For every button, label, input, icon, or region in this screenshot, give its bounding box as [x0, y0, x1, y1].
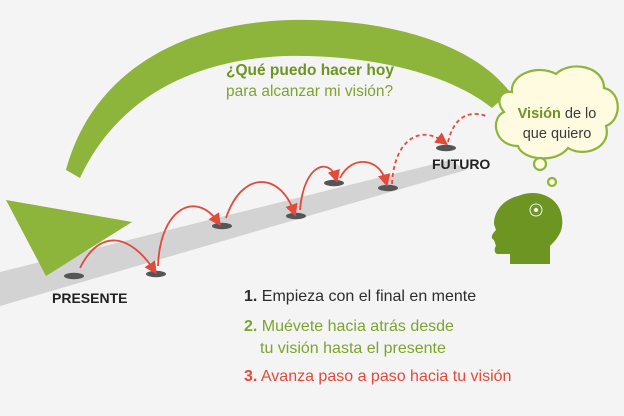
hop-arrow-icon: [299, 165, 340, 211]
hole: [146, 270, 166, 278]
hop-arrow-icon: [157, 205, 221, 267]
steps-list: 1. Empieza con el final en mente 2. Muév…: [244, 286, 511, 388]
curved-arrow-icon: [66, 19, 510, 179]
question-line2: para alcanzar mi visión?: [226, 83, 394, 100]
hole-future: [436, 144, 456, 152]
step-number: 2.: [244, 318, 258, 335]
vision-text: Visión de lo que quiero: [498, 104, 616, 144]
step-number: 1.: [244, 288, 258, 305]
hole: [324, 179, 344, 187]
vision-line2: que quiero: [522, 126, 592, 142]
head-silhouette-icon: [491, 192, 563, 264]
step-1: 1. Empieza con el final en mente: [244, 286, 511, 308]
hole: [286, 212, 306, 220]
step-3: 3. Avanza paso a paso hacia tu visión: [244, 366, 511, 388]
hop-arrow-dashed: [391, 132, 449, 185]
hop-arrow-icon: [225, 181, 298, 219]
question-line1: ¿Qué puedo hacer hoy: [226, 62, 394, 79]
future-label: FUTURO: [432, 156, 491, 172]
step-text: Avanza paso a paso hacia tu visión: [260, 368, 512, 385]
curved-arrow-head: [6, 200, 132, 276]
thought-cloud-icon: [494, 65, 619, 188]
vision-word: Visión: [517, 106, 561, 122]
hop-arrow-dashed: [447, 112, 487, 143]
hop-arrow-icon: [339, 160, 391, 187]
hole-present: [64, 272, 84, 280]
present-label: PRESENTE: [52, 290, 128, 306]
thought-bubble: [532, 156, 548, 172]
step-2: 2. Muévete hacia atrás desde tu visión h…: [244, 316, 511, 360]
thought-bubble: [546, 176, 558, 188]
question-text: ¿Qué puedo hacer hoy para alcanzar mi vi…: [226, 60, 394, 102]
road: [0, 160, 466, 306]
step-text: Empieza con el final en mente: [261, 288, 477, 305]
step-text-line2: tu visión hasta el presente: [260, 340, 446, 357]
vision-rest: de lo: [560, 106, 597, 122]
step-text: Muévete hacia atrás desde: [261, 318, 454, 335]
hop-arrow-icon: [79, 239, 157, 275]
hole: [212, 222, 232, 230]
hole: [378, 184, 398, 192]
step-number: 3.: [244, 368, 258, 385]
